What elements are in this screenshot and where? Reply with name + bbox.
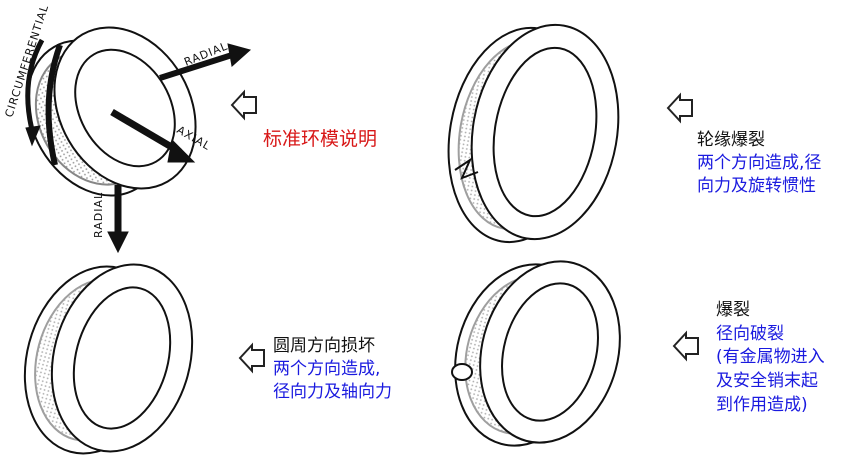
rim-burst-line-1: 两个方向造成,径: [697, 153, 822, 173]
rim-burst-ring: [447, 23, 620, 244]
left-arrow-outline-icon: [230, 89, 257, 121]
circumferential-damage-line-1: 两个方向造成,: [273, 359, 381, 379]
burst-title: 爆裂: [716, 300, 750, 320]
label-radial-bottom: RADIAL: [92, 192, 105, 238]
circumferential-damage-ring: [23, 263, 194, 455]
circumferential-damage-line-2: 径向力及轴向力: [273, 382, 392, 402]
metal-object: [451, 363, 473, 381]
standard-ring-caption: 标准环模说明: [263, 128, 378, 150]
burst-ring: [451, 260, 621, 447]
circumferential-arrow: [25, 38, 45, 131]
force-arrows: [25, 38, 252, 254]
burst-line-1: 径向破裂: [716, 324, 784, 344]
burst-line-4: 到作用造成): [716, 395, 808, 415]
circumferential-damage-title: 圆周方向损坏: [273, 336, 375, 356]
rim-burst-title: 轮缘爆裂: [697, 130, 765, 150]
rim-burst-line-2: 向力及旋转惯性: [697, 176, 816, 196]
axial-arrow: [110, 108, 182, 156]
left-arrow-outline-icon: [238, 342, 265, 374]
left-arrow-outline-icon: [666, 92, 693, 124]
left-arrow-outline-icon: [672, 330, 699, 362]
circumferential-arrowhead: [25, 125, 41, 147]
burst-line-3: 及安全销末起: [716, 371, 818, 391]
radial-arrow-top: [159, 52, 233, 81]
standard-ring: [26, 26, 197, 197]
burst-line-2: (有金属物进入: [716, 347, 825, 367]
